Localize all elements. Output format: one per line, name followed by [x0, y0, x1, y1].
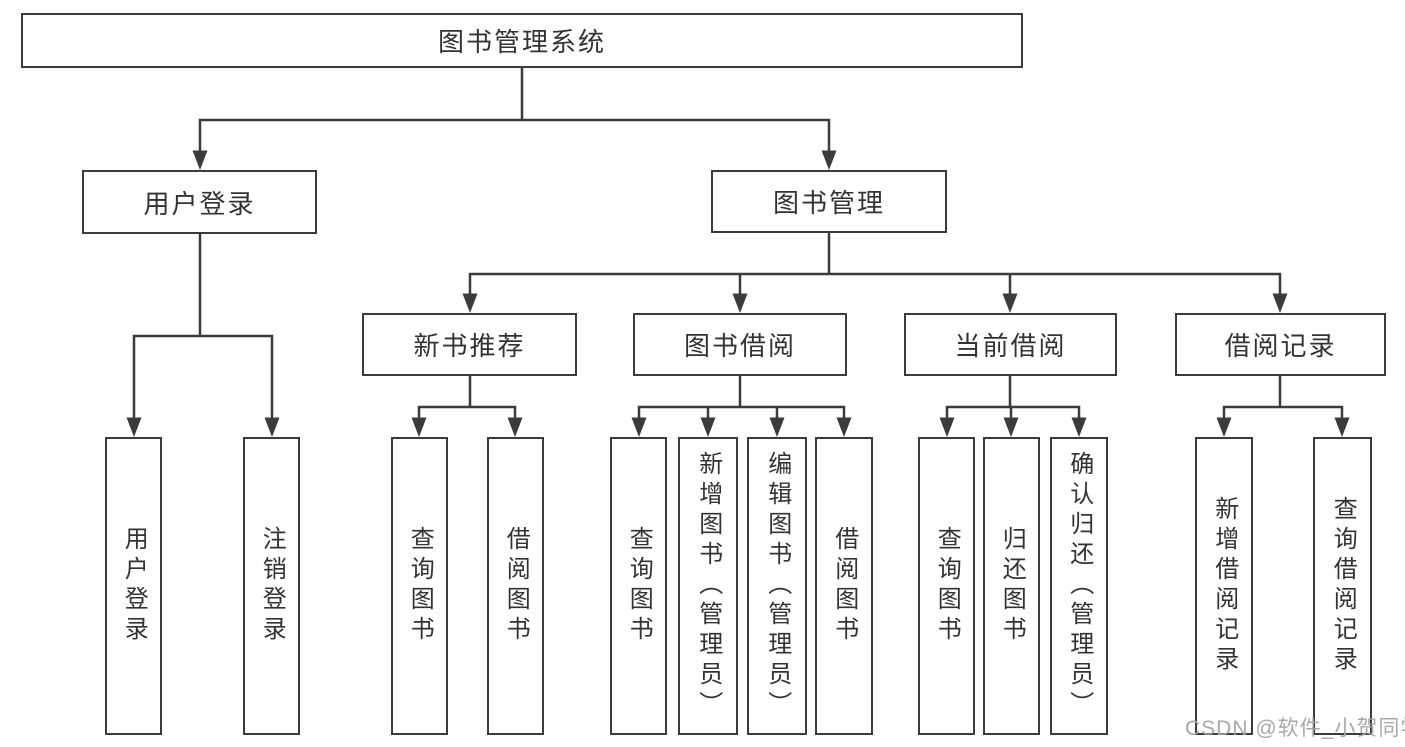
node-user-login: 用户登录 [82, 170, 317, 234]
leaf-logout: 注销登录 [243, 437, 300, 735]
leaf-borrow-books-label: 借阅图书 [830, 526, 858, 646]
leaf-user-login-label: 用户登录 [120, 526, 148, 646]
node-book-management: 图书管理 [711, 170, 947, 233]
leaf-logout-label: 注销登录 [258, 526, 286, 646]
node-current-borrowing: 当前借阅 [904, 313, 1117, 376]
leaf-edit-books-admin: 编辑图书（管理员） [747, 437, 807, 735]
leaf-query-books-current: 查询图书 [918, 437, 975, 735]
leaf-return-books: 归还图书 [983, 437, 1040, 735]
leaf-borrow-books: 借阅图书 [815, 437, 873, 735]
leaf-add-borrow-record: 新增借阅记录 [1195, 437, 1253, 735]
leaf-user-login: 用户登录 [105, 437, 162, 735]
leaf-query-books-borrowing-label: 查询图书 [625, 526, 653, 646]
node-book-borrowing: 图书借阅 [633, 313, 847, 376]
leaf-query-books-recommend: 查询图书 [391, 437, 448, 735]
node-borrow-records: 借阅记录 [1175, 313, 1386, 376]
leaf-borrow-books-recommend: 借阅图书 [487, 437, 544, 735]
csdn-watermark: CSDN @软件_小贺同学 [1185, 717, 1405, 740]
leaf-query-borrow-record: 查询借阅记录 [1313, 437, 1372, 735]
node-new-book-recommendation: 新书推荐 [362, 313, 577, 376]
leaf-query-borrow-record-label: 查询借阅记录 [1329, 496, 1357, 676]
leaf-add-borrow-record-label: 新增借阅记录 [1210, 496, 1238, 676]
node-library-management-system: 图书管理系统 [21, 13, 1023, 68]
leaf-edit-books-admin-label: 编辑图书（管理员） [763, 451, 791, 721]
leaf-confirm-return-admin-label: 确认归还（管理员） [1065, 451, 1093, 721]
leaf-add-books-admin-label: 新增图书（管理员） [694, 451, 722, 721]
leaf-add-books-admin: 新增图书（管理员） [678, 437, 738, 735]
leaf-confirm-return-admin: 确认归还（管理员） [1050, 437, 1108, 735]
leaf-borrow-books-recommend-label: 借阅图书 [502, 526, 530, 646]
leaf-query-books-recommend-label: 查询图书 [406, 526, 434, 646]
leaf-return-books-label: 归还图书 [998, 526, 1026, 646]
leaf-query-books-borrowing: 查询图书 [610, 437, 667, 735]
leaf-query-books-current-label: 查询图书 [933, 526, 961, 646]
